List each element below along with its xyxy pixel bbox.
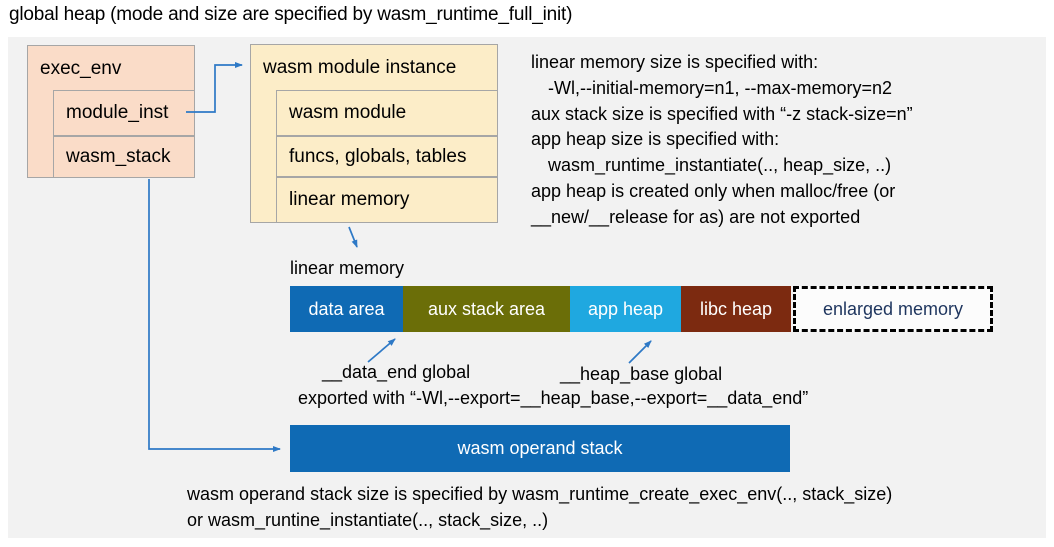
note-line: wasm operand stack size is specified by … bbox=[187, 484, 893, 504]
segment-libc-heap: libc heap bbox=[681, 286, 791, 332]
wasm-module-instance-label: wasm module instance bbox=[263, 57, 457, 78]
note-line: app heap size is specified with: bbox=[531, 129, 780, 150]
funcs-globals-tables-label: funcs, globals, tables bbox=[289, 145, 467, 167]
segment-aux-stack-area-label: aux stack area bbox=[427, 298, 546, 319]
funcs-globals-tables-box: funcs, globals, tables bbox=[276, 136, 498, 177]
module-inst-label: module_inst bbox=[66, 102, 169, 123]
note-line: -Wl,--initial-memory=n1, --max-memory=n2 bbox=[548, 77, 893, 98]
heap-base-global-label: __heap_base global bbox=[560, 364, 723, 384]
note-line: aux stack size is specified with “-z sta… bbox=[531, 103, 913, 124]
linear-memory-notes: linear memory size is specified with: -W… bbox=[531, 50, 1046, 231]
wasm-stack-label: wasm_stack bbox=[66, 146, 171, 167]
segment-aux-stack-area: aux stack area bbox=[403, 286, 570, 332]
note-line: __new/__release for as) are not exported bbox=[531, 206, 861, 227]
segment-libc-heap-label: libc heap bbox=[699, 298, 773, 319]
linear-memory-row-box: linear memory bbox=[276, 177, 498, 223]
wasm-operand-stack-bar: wasm operand stack bbox=[290, 425, 790, 472]
wasm-operand-stack-label: wasm operand stack bbox=[457, 438, 623, 458]
operand-stack-notes: wasm operand stack size is specified by … bbox=[187, 481, 892, 533]
note-line: or wasm_runtine_instantiate(.., stack_si… bbox=[187, 510, 549, 530]
segment-enlarged-memory: enlarged memory bbox=[793, 286, 993, 332]
note-line: app heap is created only when malloc/fre… bbox=[531, 180, 896, 201]
note-line: wasm_runtime_instantiate(.., heap_size, … bbox=[548, 155, 892, 176]
linear-memory-bar-title: linear memory bbox=[290, 258, 405, 278]
module-inst-box: module_inst bbox=[53, 90, 195, 136]
exported-with-label: exported with “-Wl,--export=__heap_base,… bbox=[298, 388, 809, 408]
diagram-title: global heap (mode and size are specified… bbox=[9, 4, 573, 25]
data-end-global-label: __data_end global bbox=[322, 362, 471, 382]
segment-app-heap: app heap bbox=[570, 286, 681, 332]
segment-data-area: data area bbox=[290, 286, 403, 332]
wasm-module-box: wasm module bbox=[276, 90, 498, 136]
wasm-module-label: wasm module bbox=[289, 102, 407, 123]
segment-enlarged-memory-label: enlarged memory bbox=[822, 298, 964, 319]
segment-app-heap-label: app heap bbox=[587, 298, 664, 319]
linear-memory-row-label: linear memory bbox=[289, 189, 410, 210]
wasm-stack-box: wasm_stack bbox=[53, 136, 195, 178]
note-line: linear memory size is specified with: bbox=[531, 52, 819, 72]
linear-memory-bar: data area aux stack area app heap libc h… bbox=[290, 286, 791, 332]
segment-data-area-label: data area bbox=[308, 298, 385, 319]
exec-env-label: exec_env bbox=[40, 58, 122, 79]
